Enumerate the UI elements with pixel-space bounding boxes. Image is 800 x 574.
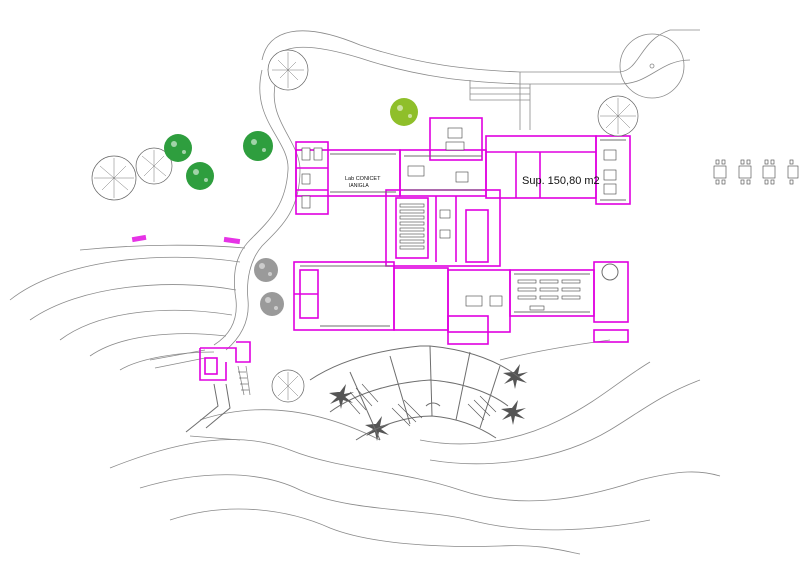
benches — [131, 234, 241, 245]
area-label: Sup. 150,80 m2 — [522, 175, 600, 187]
room-label-lab: Lab CONICET — [345, 176, 381, 182]
interior-lines — [300, 139, 626, 327]
auditorium-seats — [399, 203, 425, 250]
site-outline — [9, 29, 721, 555]
stair-icon — [343, 383, 497, 427]
toilet-icon — [301, 147, 451, 239]
tree-icon — [91, 49, 639, 403]
classroom-seats — [517, 279, 581, 311]
walkway — [185, 341, 251, 433]
furniture — [301, 127, 617, 311]
palm-tree-icon — [329, 364, 528, 441]
room-label-lab-sub: IANIGLA — [349, 183, 369, 189]
terrace — [309, 345, 521, 441]
table-set-icon — [713, 159, 799, 185]
table-set-icon — [407, 127, 617, 307]
building-walls — [293, 117, 631, 345]
